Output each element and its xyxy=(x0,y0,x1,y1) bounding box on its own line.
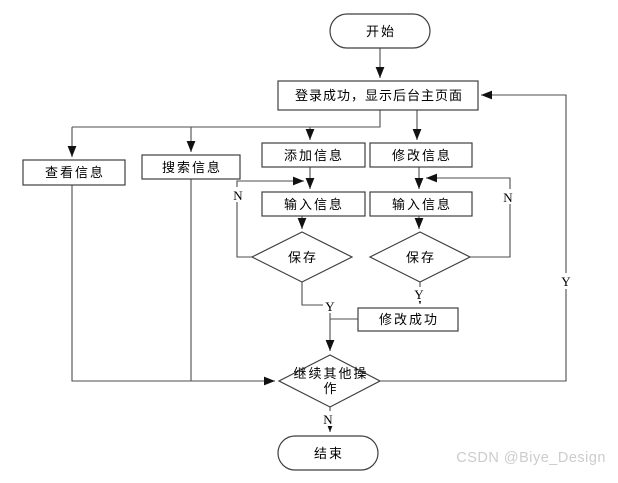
end-label: 结束 xyxy=(314,446,344,461)
edge-view-continue xyxy=(71,185,275,386)
view-info-shape xyxy=(22,159,126,186)
branch-label-y-left: Y xyxy=(323,298,337,314)
branch-label-y-right: Y xyxy=(412,287,426,302)
branch-label-y-loop: Y xyxy=(559,273,573,289)
branch-label-y-loop-bg xyxy=(559,273,573,289)
modify-success-shape xyxy=(357,307,459,332)
node-search-info: 搜索信息 xyxy=(141,154,241,180)
branch-label-n-end-text: N xyxy=(323,412,333,427)
save-left-diamond xyxy=(250,231,354,283)
node-add-info: 添加信息 xyxy=(261,142,366,168)
save-right-label: 保存 xyxy=(406,250,436,265)
node-start: 开始 xyxy=(329,13,431,49)
branch-label-n-left-bg xyxy=(231,187,245,202)
continue-other-ops-label-line2: 作 xyxy=(323,381,338,396)
branch-label-y-right-bg xyxy=(412,287,426,301)
login-success-shape xyxy=(277,80,479,111)
branch-label-n-right: N xyxy=(501,189,515,205)
save-left-label: 保存 xyxy=(288,250,318,265)
branch-label-y-loop-text: Y xyxy=(561,274,571,289)
modify-info-label: 修改信息 xyxy=(392,148,452,163)
input-info-left-label: 输入信息 xyxy=(284,197,344,212)
start-label: 开始 xyxy=(366,24,396,39)
edge-login-branch-rail xyxy=(72,110,381,128)
branch-label-n-left: N xyxy=(231,187,245,203)
node-end: 结束 xyxy=(277,435,379,471)
edge-saveleft-y xyxy=(301,282,335,351)
save-right-diamond xyxy=(368,231,472,283)
end-terminator-shape xyxy=(277,435,379,471)
node-input-info-right: 输入信息 xyxy=(369,191,473,217)
branch-label-n-right-text: N xyxy=(503,190,513,205)
continue-other-ops-label-line1: 继续其他操 xyxy=(293,366,368,381)
node-input-info-left: 输入信息 xyxy=(261,191,366,217)
branch-label-y-right-text: Y xyxy=(414,287,424,302)
node-modify-success: 修改成功 xyxy=(357,307,459,332)
branch-label-y-left-bg xyxy=(323,298,337,313)
csdn-watermark: CSDN @Biye_Design xyxy=(456,450,606,466)
branch-label-n-right-bg xyxy=(501,189,515,204)
search-info-label: 搜索信息 xyxy=(162,160,222,175)
continue-other-ops-diamond xyxy=(277,354,382,408)
node-save-left: 保存 xyxy=(250,231,354,283)
edge-continue-y-loop xyxy=(380,90,567,382)
input-info-right-label: 输入信息 xyxy=(392,197,452,212)
node-login-success: 登录成功，显示后台主页面 xyxy=(277,80,479,111)
start-terminator-shape xyxy=(329,13,431,49)
node-save-right: 保存 xyxy=(368,231,472,283)
input-info-right-shape xyxy=(369,191,473,217)
modify-success-label: 修改成功 xyxy=(379,312,439,327)
input-info-left-shape xyxy=(261,191,366,217)
branch-label-y-left-text: Y xyxy=(325,299,335,314)
add-info-shape xyxy=(261,142,366,168)
edge-saveleft-n-loop xyxy=(236,176,304,258)
search-info-shape xyxy=(141,154,241,180)
login-success-label: 登录成功，显示后台主页面 xyxy=(295,88,463,103)
modify-info-shape xyxy=(369,142,473,168)
view-info-label: 查看信息 xyxy=(45,165,105,180)
node-continue-other-ops: 继续其他操 作 xyxy=(277,354,382,408)
branch-label-n-end: N xyxy=(321,411,335,427)
branch-label-n-left-text: N xyxy=(233,188,243,203)
node-view-info: 查看信息 xyxy=(22,159,126,186)
add-info-label: 添加信息 xyxy=(284,148,344,163)
node-modify-info: 修改信息 xyxy=(369,142,473,168)
branch-label-n-end-bg xyxy=(321,411,335,426)
edge-saveright-n-loop xyxy=(426,173,511,258)
